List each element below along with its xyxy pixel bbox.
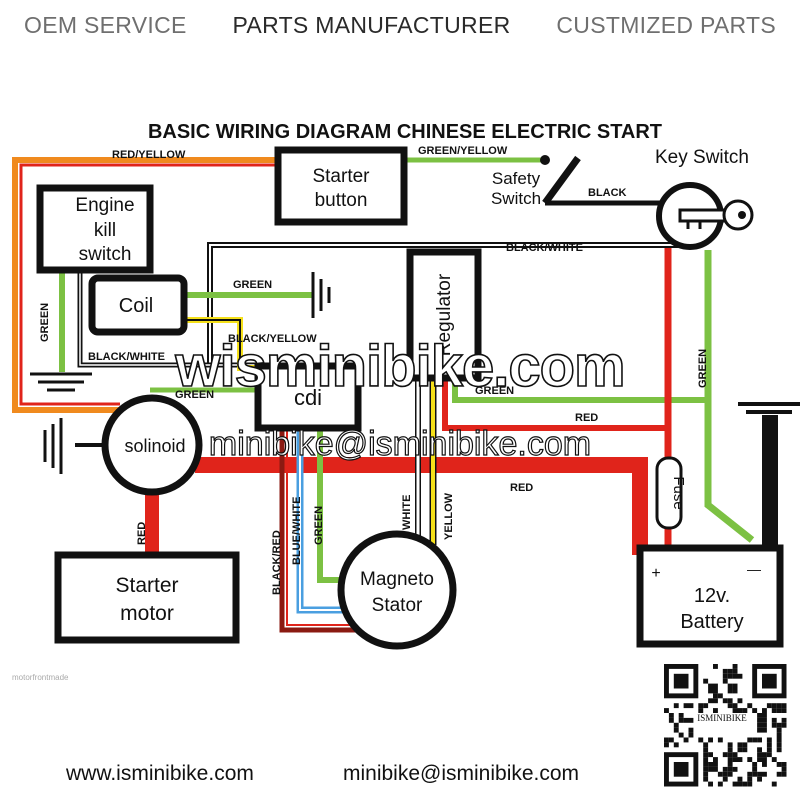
regulator-label: Regulator: [434, 273, 455, 356]
label-white: WHITE: [401, 495, 413, 530]
qr-code-icon: [661, 661, 790, 790]
label-black-red: BLACK/RED: [271, 530, 283, 595]
label-black-yellow: BLACK/YELLOW: [228, 333, 317, 345]
ground-icon-left: [30, 372, 92, 392]
label-yellow: YELLOW: [443, 492, 455, 540]
watermark-domain: wisminibike.com: [174, 334, 624, 399]
label-blue-white: BLUE/WHITE: [291, 497, 303, 565]
wire-green-reg: [452, 380, 708, 403]
cdi-label: cdi: [294, 385, 322, 410]
cdi-component: cdi: [254, 362, 362, 432]
starter-button-label-2: button: [315, 190, 368, 211]
wire-labels: RED/YELLOW GREEN/YELLOW BLACK BLACK/WHIT…: [39, 145, 709, 595]
fuse-label: Fuse: [670, 476, 687, 509]
wire-green-right: [704, 250, 755, 543]
battery-plus-label: +: [651, 565, 660, 582]
wire-red-reg: [442, 380, 665, 431]
label-red-main: RED: [510, 482, 533, 494]
starter-motor-label-2: motor: [120, 602, 174, 625]
coil-label: Coil: [119, 295, 153, 317]
label-green-cdi: GREEN: [175, 389, 214, 401]
header-bar: OEM SERVICE PARTS MANUFACTURER CUSTMIZED…: [0, 12, 800, 46]
wire-red-main: [195, 457, 648, 555]
fuse-component: Fuse: [655, 456, 687, 530]
battery-minus-label: —: [747, 561, 761, 577]
solenoid-label: solinoid: [124, 436, 185, 456]
small-caption: motorfrontmade: [12, 673, 69, 682]
key-switch-label: Key Switch: [655, 147, 749, 168]
starter-motor-component: Starter motor: [54, 551, 240, 644]
label-green-stator: GREEN: [313, 506, 325, 545]
magneto-stator-component: Magneto Stator: [337, 530, 457, 650]
wire-red-yellow: [12, 157, 275, 413]
watermark-email: minibike@isminibike.com: [209, 425, 591, 463]
footer-website[interactable]: www.isminibike.com: [66, 762, 254, 785]
magneto-label-2: Stator: [372, 595, 423, 616]
key-icon: [678, 199, 754, 231]
battery-component: + — 12v. Battery: [636, 544, 784, 648]
label-red-yellow: RED/YELLOW: [112, 149, 186, 161]
safety-switch-label-1: Safety: [492, 169, 541, 188]
label-green-left: GREEN: [39, 303, 51, 342]
wire-black-red: [279, 425, 360, 633]
header-oem-service: OEM SERVICE: [24, 12, 187, 38]
engine-kill-label-2: kill: [94, 220, 116, 241]
diagram-title: BASIC WIRING DIAGRAM CHINESE ELECTRIC ST…: [148, 121, 662, 143]
engine-kill-switch-component: Engine kill switch: [36, 184, 154, 274]
label-green-right: GREEN: [697, 349, 709, 388]
solenoid-component: solinoid: [101, 394, 203, 496]
regulator-component: Regulator: [406, 248, 482, 382]
ground-icon-solenoid: [43, 418, 63, 474]
qr-label: ISMINIBIKE: [697, 713, 747, 723]
label-red-starter: RED: [136, 522, 148, 545]
starter-button-component: Starter button: [274, 146, 408, 226]
ground-icon-coil: [311, 272, 331, 318]
battery-label-1: 12v.: [694, 585, 730, 607]
coil-component: Coil: [88, 274, 188, 336]
label-green-reg: GREEN: [475, 385, 514, 397]
starter-button-label-1: Starter: [312, 166, 370, 187]
label-black-white-top: BLACK/WHITE: [506, 242, 583, 254]
label-green-yellow: GREEN/YELLOW: [418, 145, 508, 157]
header-customized-parts: CUSTMIZED PARTS: [556, 12, 776, 38]
ground-icon-battery: [738, 402, 800, 552]
header-parts-manufacturer: PARTS MANUFACTURER: [232, 12, 511, 38]
footer-email[interactable]: minibike@isminibike.com: [343, 762, 580, 785]
battery-label-2: Battery: [680, 611, 743, 633]
label-green-coil: GREEN: [233, 279, 272, 291]
engine-kill-label-3: switch: [79, 244, 132, 265]
engine-kill-label-1: Engine: [75, 195, 134, 216]
label-black: BLACK: [588, 187, 627, 199]
safety-lever: [542, 155, 581, 206]
safety-terminal: [540, 155, 550, 165]
starter-motor-label-1: Starter: [115, 574, 178, 597]
label-red-reg: RED: [575, 412, 598, 424]
key-switch-component: Key Switch: [655, 147, 754, 250]
safety-switch-label-2: Switch: [491, 189, 541, 208]
label-black-white-left: BLACK/WHITE: [88, 351, 165, 363]
magneto-label-1: Magneto: [360, 569, 434, 590]
